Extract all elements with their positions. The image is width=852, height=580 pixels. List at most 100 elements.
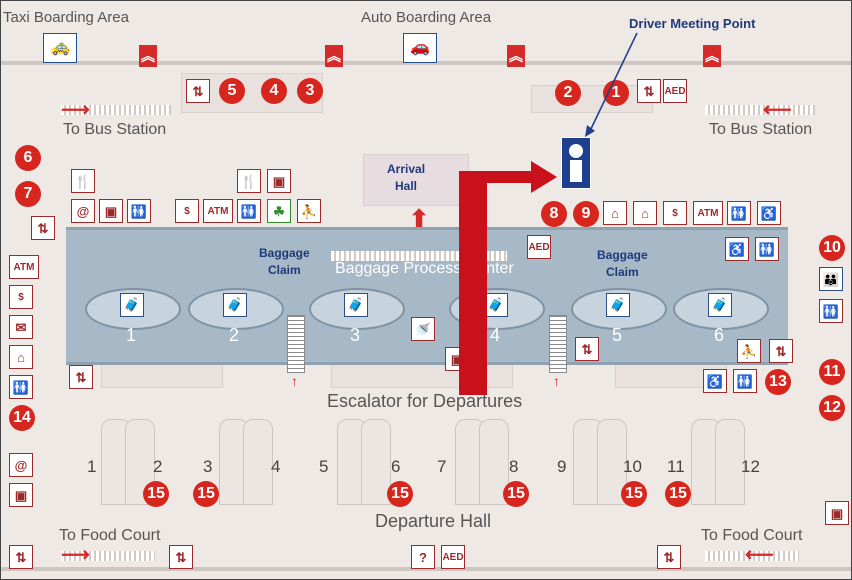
marker-5: 5 <box>219 78 245 104</box>
gate-number: 11 <box>667 457 685 476</box>
baby-care-icon: ⛹ <box>297 199 321 223</box>
arrow-right-icon: ⟶ <box>61 544 90 566</box>
walkway-right-bottom <box>705 551 799 561</box>
marker-15: 15 <box>193 481 219 507</box>
elevator-icon: ⇅ <box>186 79 210 103</box>
exit-chevron-icon: ︽ <box>139 45 157 67</box>
currency-exchange-icon: $ <box>663 201 687 225</box>
restroom-icon: 🚻 <box>127 199 151 223</box>
carousel-number: 6 <box>714 325 725 345</box>
marker-9: 9 <box>573 201 599 227</box>
elevator-icon: ⇅ <box>575 337 599 361</box>
gate-number: 6 <box>391 457 401 476</box>
service-desk-icon: ⌂ <box>603 201 627 225</box>
marker-8: 8 <box>541 201 567 227</box>
currency-exchange-icon: $ <box>9 285 33 309</box>
internet-icon: @ <box>9 453 33 477</box>
taxi-icon: 🚕 <box>43 33 77 63</box>
baggage-belt <box>331 251 507 261</box>
checkin-counter <box>243 419 273 505</box>
map-icon: ☘ <box>267 199 291 223</box>
aed-icon: AED <box>527 235 551 259</box>
marker-12: 12 <box>819 395 845 421</box>
bottom-wall <box>1 567 851 571</box>
elevator-icon: ⇅ <box>31 216 55 240</box>
internet-icon: @ <box>71 199 95 223</box>
carousel-number: 1 <box>126 325 137 345</box>
info-icon: ? <box>411 545 435 569</box>
marker-4: 4 <box>261 78 287 104</box>
baby-care-icon: ⛹ <box>737 339 761 363</box>
gate-number: 5 <box>319 457 329 476</box>
restroom-icon: 🚻 <box>819 299 843 323</box>
marker-15: 15 <box>503 481 529 507</box>
elevator-icon: ⇅ <box>657 545 681 569</box>
marker-15: 15 <box>621 481 647 507</box>
baggage-icon: 🧳 <box>120 293 144 317</box>
walkway-right <box>705 105 815 115</box>
restroom-icon: 🚻 <box>727 201 751 225</box>
atm-icon: ATM <box>693 201 723 225</box>
family-icon: 👪 <box>819 267 843 291</box>
escalator[interactable] <box>549 315 567 373</box>
auto-icon: 🚗 <box>403 33 437 63</box>
checkin-counter <box>361 419 391 505</box>
gate-number: 10 <box>623 457 642 476</box>
baggage-icon: 🧳 <box>606 293 630 317</box>
baggage-icon: 🧳 <box>708 293 732 317</box>
walkway-left-bottom <box>61 551 155 561</box>
currency-exchange-icon: $ <box>175 199 199 223</box>
arrow-right-icon: ⟶ <box>61 99 90 121</box>
arrow-left-icon: ⟵ <box>763 99 792 121</box>
mail-icon: ✉ <box>9 315 33 339</box>
elevator-icon: ⇅ <box>637 79 661 103</box>
gate-number: 9 <box>557 457 567 476</box>
gift-shop-icon: ▣ <box>267 169 291 193</box>
arrow-left-icon: ⟵ <box>745 544 774 566</box>
exit-chevron-icon: ︽ <box>325 45 343 67</box>
gate-number: 8 <box>509 457 519 476</box>
restroom-icon: 🚻 <box>733 369 757 393</box>
food-court-left-label: To Food Court <box>59 527 161 544</box>
food-court-right-label: To Food Court <box>701 527 803 544</box>
checkin-counter <box>715 419 745 505</box>
restaurant-icon: 🍴 <box>237 169 261 193</box>
restroom-icon: 🚻 <box>237 199 261 223</box>
carousel-number: 2 <box>229 325 240 345</box>
exit-chevron-icon: ︽ <box>703 45 721 67</box>
baggage-hall <box>66 227 788 365</box>
restaurant-icon: 🍴 <box>71 169 95 193</box>
gift-shop-icon: ▣ <box>99 199 123 223</box>
escalator[interactable] <box>287 315 305 373</box>
marker-7: 7 <box>15 181 41 207</box>
gate-number: 1 <box>87 457 97 476</box>
marker-6: 6 <box>15 145 41 171</box>
driver-meeting-point-icon <box>561 137 591 189</box>
aed-icon: AED <box>441 545 465 569</box>
atm-icon: ATM <box>203 199 233 223</box>
restroom-icon: 🚻 <box>755 237 779 261</box>
gate-number: 7 <box>437 457 447 476</box>
carousel-number: 4 <box>490 325 501 345</box>
lounge-icon: ⌂ <box>633 201 657 225</box>
arrow-up-icon: ↑ <box>291 373 298 389</box>
taxi-boarding-label: Taxi Boarding Area <box>3 9 129 26</box>
bus-station-right-label: To Bus Station <box>709 121 813 138</box>
gift-shop-icon: ▣ <box>825 501 849 525</box>
arrival-hall-block <box>363 154 469 206</box>
driver-meeting-label: Driver Meeting Point <box>629 16 756 31</box>
wheelchair-icon: ♿ <box>757 201 781 225</box>
elevator-icon: ⇅ <box>9 545 33 569</box>
aed-icon: AED <box>663 79 687 103</box>
pointer-line <box>585 32 638 137</box>
gift-shop-icon: ▣ <box>9 483 33 507</box>
baggage-icon: 🧳 <box>223 293 247 317</box>
exit-chevron-icon: ︽ <box>507 45 525 67</box>
baggage-icon: 🧳 <box>344 293 368 317</box>
marker-11: 11 <box>819 359 845 385</box>
gate-number: 3 <box>203 457 213 476</box>
marker-15: 15 <box>143 481 169 507</box>
north-right-block <box>531 85 653 113</box>
